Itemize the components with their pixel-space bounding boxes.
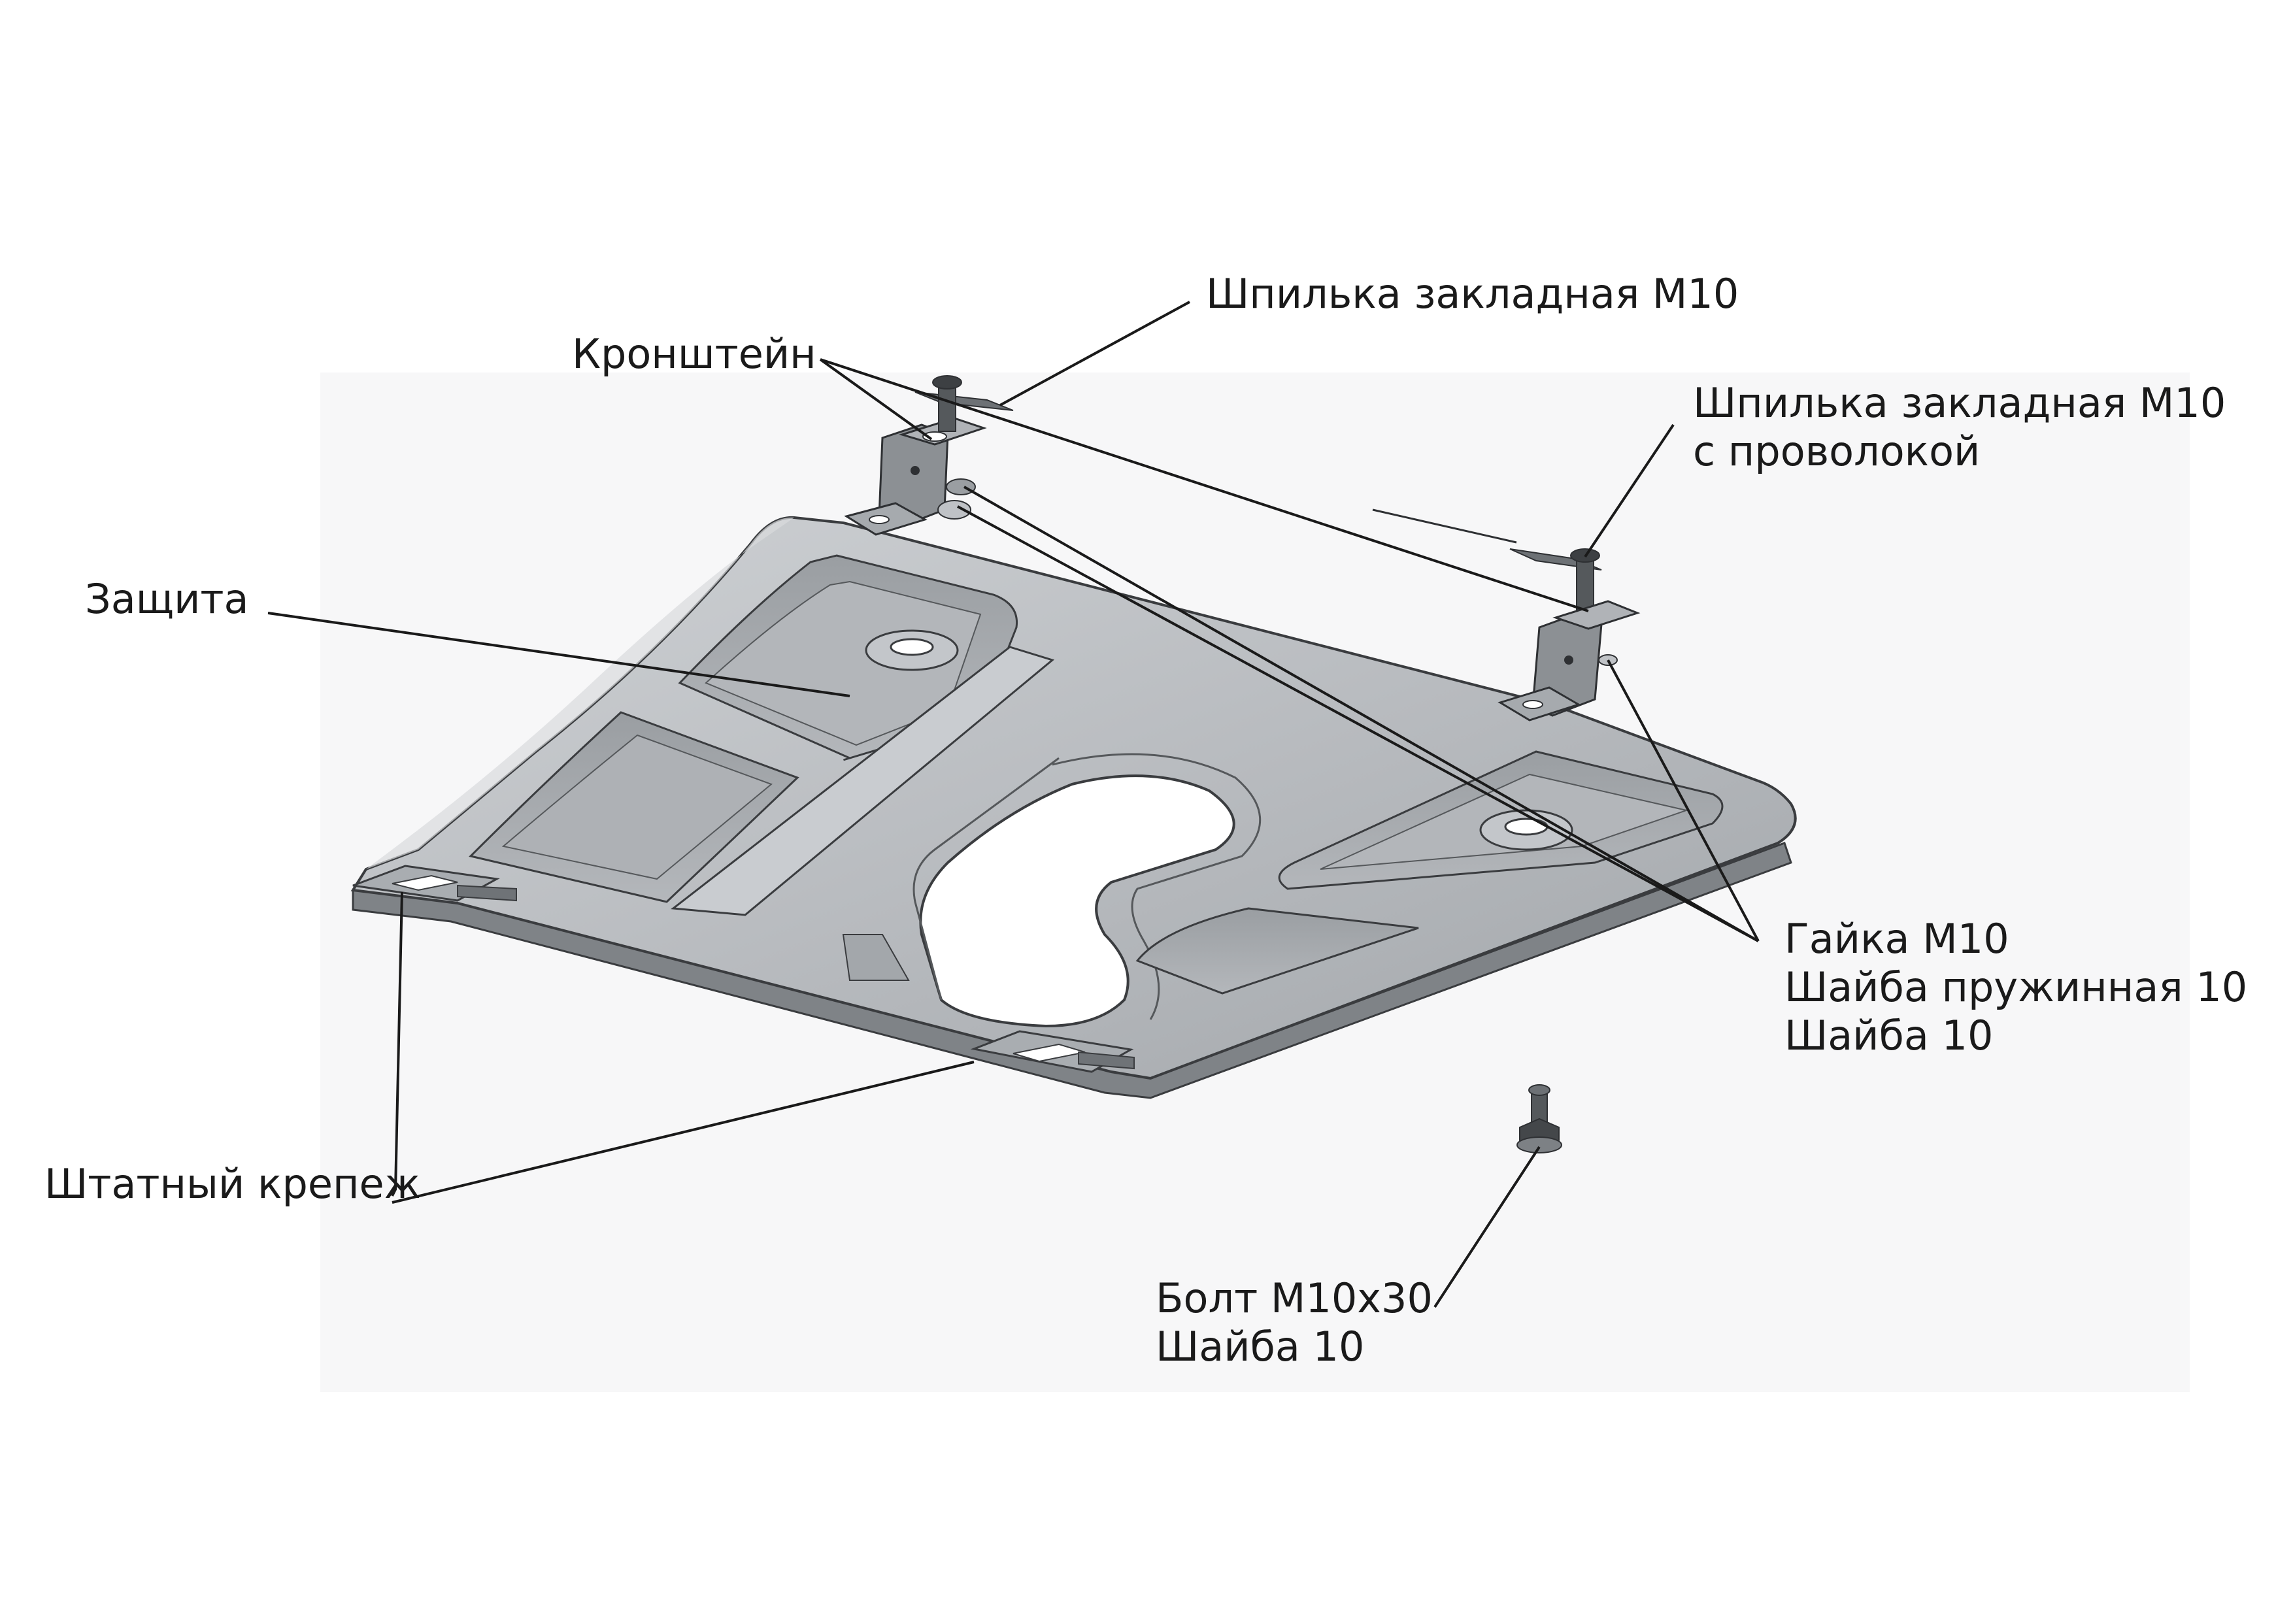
wire — [1372, 508, 1517, 544]
leader-guard — [267, 612, 850, 697]
recess-right-lower — [1135, 907, 1419, 995]
label-bolt-line1: Болт М10х30 — [1156, 1274, 1433, 1322]
label-guard: Защита — [85, 575, 249, 623]
cutout-rim-left — [912, 757, 1060, 1001]
leader-bracket-right — [820, 358, 1589, 612]
tab-bottom — [970, 1030, 1135, 1073]
bracket-right-top-flange — [1552, 600, 1641, 630]
plate-left-shade — [366, 517, 794, 869]
leader-standard-bottom — [392, 1061, 975, 1204]
label-nut-line2: Шайба пружинная 10 — [1784, 963, 2248, 1011]
recess-upper-left-floor — [705, 580, 982, 746]
leader-standard-left — [391, 891, 403, 1197]
label-bolt: Болт М10х30 Шайба 10 — [1156, 1274, 1433, 1371]
label-stud-wire-line2: с проволокой — [1693, 427, 1981, 475]
nut-left — [937, 478, 976, 520]
leader-bracket-left — [819, 358, 933, 440]
label-standard-fasteners: Штатный крепеж — [44, 1160, 421, 1208]
label-bracket: Кронштейн — [572, 330, 816, 378]
label-bracket-text: Кронштейн — [572, 330, 816, 378]
stud-left — [914, 375, 1014, 432]
label-nut: Гайка М10 Шайба пружинная 10 Шайба 10 — [1784, 915, 2247, 1060]
label-bolt-line2: Шайба 10 — [1156, 1323, 1365, 1370]
center-cutout — [919, 774, 1235, 1028]
leader-bolt — [1433, 1146, 1541, 1308]
center-rib — [671, 646, 1055, 916]
label-standard-text: Штатный крепеж — [44, 1160, 421, 1208]
guard-plate — [350, 516, 1797, 1099]
leader-stud-wire — [1584, 423, 1675, 558]
leader-nut-right — [1607, 659, 1760, 942]
recess-left-floor — [501, 734, 773, 880]
bolt — [1516, 1084, 1562, 1153]
label-stud: Шпилька закладная М10 — [1206, 270, 1739, 318]
label-stud-wire-line1: Шпилька закладная М10 — [1693, 379, 2226, 427]
leader-nut-left — [963, 486, 1759, 942]
tab-left — [352, 865, 517, 902]
recess-lower-center — [842, 934, 910, 981]
label-nut-line1: Гайка М10 — [1784, 915, 2009, 963]
bracket-right — [1498, 600, 1641, 721]
leader-stud — [999, 301, 1190, 406]
leader-nut-left-2 — [957, 505, 1759, 942]
plate-mount-hole-left — [865, 629, 959, 671]
label-stud-text: Шпилька закладная М10 — [1206, 270, 1739, 318]
label-stud-wire: Шпилька закладная М10 с проволокой — [1693, 379, 2226, 476]
label-guard-text: Защита — [85, 575, 249, 623]
leader-lines — [267, 301, 1760, 1308]
label-nut-line3: Шайба 10 — [1784, 1012, 1994, 1059]
